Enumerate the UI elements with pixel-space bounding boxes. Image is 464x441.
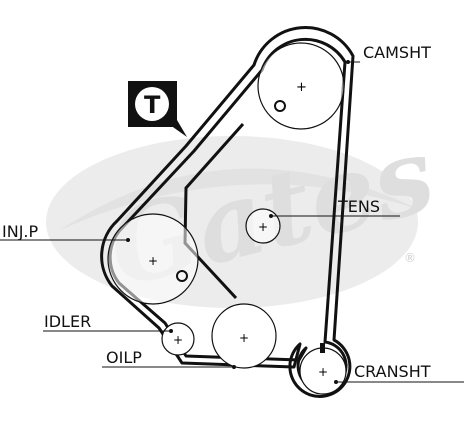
oil-pump-pulley: + [211, 303, 277, 369]
oil-pump-center-mark: + [239, 331, 249, 345]
leader-lines [0, 60, 464, 384]
leader-camshaft-dot [346, 60, 350, 64]
label-tensioner: TENS [337, 197, 380, 216]
badge-letter: T [144, 91, 161, 119]
belt-outer [100, 26, 355, 398]
label-idler: IDLER [44, 312, 91, 331]
oil-pump-pulley-circle [211, 303, 277, 369]
camshaft-center-mark: + [296, 80, 307, 95]
belt-tensioner-strand-outer [183, 123, 245, 300]
label-injection-pump: INJ.P [2, 222, 38, 241]
gates-watermark: Gates ® [46, 112, 446, 311]
tensioner-center-mark: + [258, 220, 268, 234]
camshaft-pulley: + [257, 42, 345, 130]
injection-pump-pulley-circle [107, 213, 199, 305]
injection-pump-pulley: + [107, 213, 199, 305]
crankshaft-timing-mark [320, 343, 325, 353]
badge-pointer [163, 120, 187, 137]
watermark-registered-mark: ® [404, 251, 416, 265]
camshaft-timing-mark [274, 100, 286, 112]
watermark-swoosh [60, 168, 420, 230]
leader-tensioner-dot [269, 214, 273, 218]
timing-badge: T [128, 81, 187, 137]
tensioner-pulley: + [245, 208, 281, 244]
camshaft-pulley-circle [257, 42, 345, 130]
idler-center-mark: + [173, 333, 183, 347]
crankshaft-center-mark: + [318, 365, 328, 379]
label-oil-pump: OILP [106, 348, 142, 367]
badge-circle [135, 87, 169, 121]
leader-idler-dot [169, 329, 173, 333]
injection-pump-timing-mark [176, 270, 188, 282]
label-camshaft: CAMSHT [363, 43, 431, 62]
leader-injection-pump-dot [126, 238, 130, 242]
label-crankshaft: CRANSHT [354, 362, 431, 381]
idler-pulley: + [161, 322, 195, 356]
leader-crankshaft-dot [334, 380, 338, 384]
leader-oil-pump-dot [232, 365, 236, 369]
injection-pump-center-mark: + [148, 254, 158, 268]
